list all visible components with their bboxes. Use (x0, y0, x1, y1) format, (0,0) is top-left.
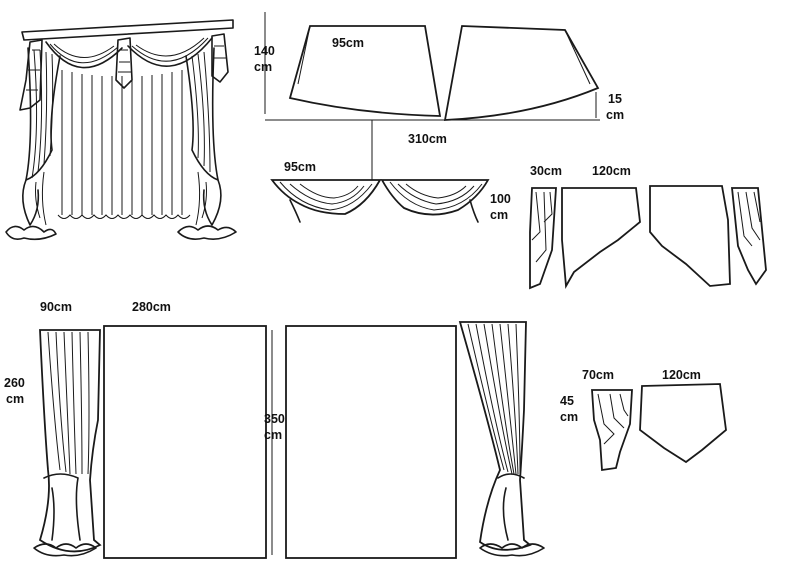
side-panel-left (561, 187, 641, 289)
finished-curtain-illustration (5, 19, 237, 241)
valance-drop-label: 15 (608, 92, 622, 106)
valance-piece-left (288, 25, 442, 117)
small-jabot (591, 389, 633, 472)
valance-piece-right (443, 25, 600, 121)
valance-pattern (264, 12, 600, 180)
jabot-width-label: 30cm (530, 164, 562, 178)
swag-right (127, 37, 213, 67)
curtain-left (25, 47, 61, 181)
jabot-right (731, 187, 767, 286)
panel-width-label: 280cm (132, 300, 171, 314)
small-jabot-width-label: 70cm (582, 368, 614, 382)
swag-pattern (270, 179, 490, 223)
valance-width-label: 95cm (332, 36, 364, 50)
valance-height-label: 140 (254, 44, 275, 58)
center-height-label: 350 (264, 412, 285, 426)
curtain-width-label: 90cm (40, 300, 72, 314)
swag-left (45, 41, 123, 69)
swag-width-label: 95cm (284, 160, 316, 174)
small-jabot-height-label: 45 (560, 394, 574, 408)
side-jabot-right (211, 33, 229, 83)
panel-right (285, 325, 457, 559)
side-pattern (529, 185, 767, 290)
curtain-right-puddle (177, 225, 237, 240)
curtain-left-puddle (5, 225, 57, 241)
center-height-unit: cm (264, 428, 283, 442)
small-jabot-height-unit: cm (560, 410, 579, 424)
small-pattern (591, 383, 727, 472)
curtain-left-pattern (38, 329, 102, 553)
swag-drop-label: 100 (490, 192, 511, 206)
center-jabot (115, 37, 133, 89)
curtain-height-unit: cm (6, 392, 25, 406)
side-panel-right (649, 185, 731, 287)
valance-drop-unit: cm (606, 108, 625, 122)
small-panel-width-label: 120cm (662, 368, 701, 382)
sheer-panel (57, 70, 191, 219)
rod-width-label: 310cm (408, 132, 447, 146)
cornice (21, 19, 234, 41)
valance-height-unit: cm (254, 60, 273, 74)
small-panel (639, 383, 727, 464)
main-curtain-pattern (33, 321, 545, 559)
jabot-left (529, 187, 557, 290)
swag-drop-unit: cm (490, 208, 509, 222)
panel-left (103, 325, 267, 559)
curtain-right (185, 47, 219, 181)
side-panel-width-label: 120cm (592, 164, 631, 178)
curtain-height-label: 260 (4, 376, 25, 390)
